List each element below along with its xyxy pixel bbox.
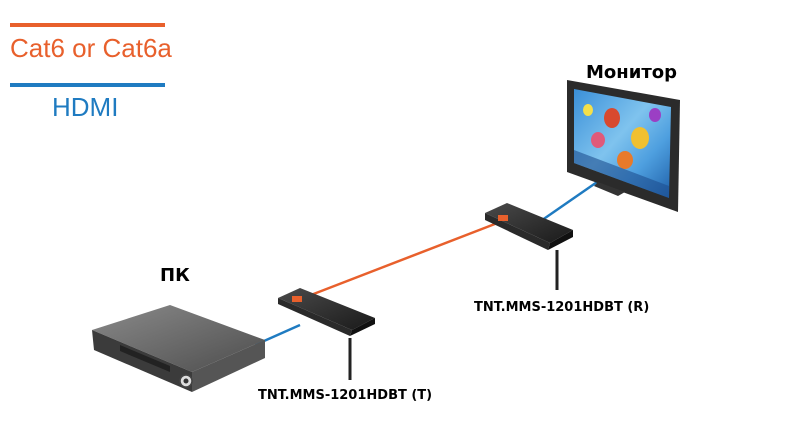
pc-label: ПК xyxy=(160,265,190,286)
monitor-label: Монитор xyxy=(586,62,678,83)
transmitter-box-icon xyxy=(278,288,375,380)
cat6-legend-line xyxy=(10,23,165,27)
hdmi-legend-label: HDMI xyxy=(52,92,119,122)
cat6-cable xyxy=(297,220,501,302)
hdmi-cable-monitor xyxy=(534,178,601,227)
pc-box-icon xyxy=(92,305,265,392)
hdmi-legend-line xyxy=(10,83,165,87)
monitor-icon xyxy=(567,80,680,212)
receiver-box-icon xyxy=(485,203,573,290)
receiver-label: TNT.MMS-1201HDBT (R) xyxy=(474,300,650,315)
cat6-legend-label: Cat6 or Cat6a xyxy=(10,33,172,63)
transmitter-label: TNT.MMS-1201HDBT (T) xyxy=(258,388,433,403)
